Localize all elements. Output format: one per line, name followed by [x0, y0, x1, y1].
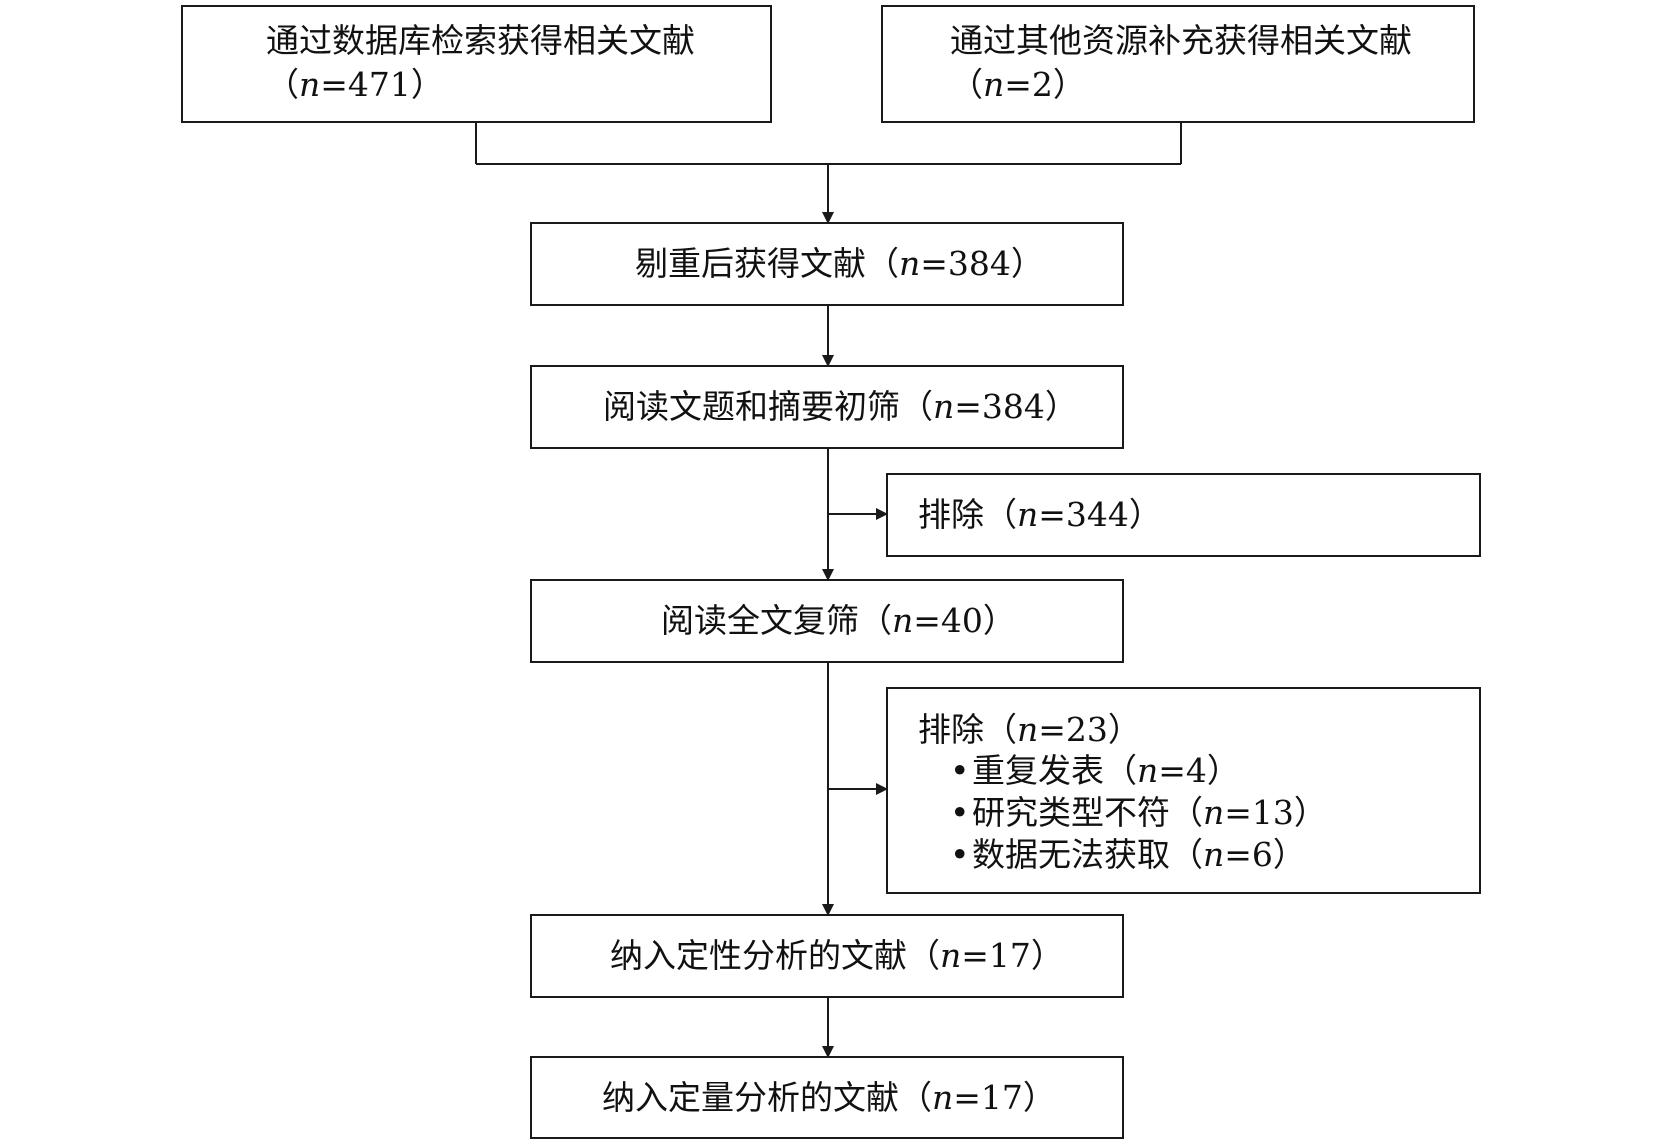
qualitative-synthesis-box: 纳入定性分析的文献（n=17）: [530, 914, 1124, 998]
full-text-screening-box: 阅读全文复筛（n=40）: [530, 579, 1124, 663]
deduplicated-text: 剔重后获得文献（n=384）: [635, 244, 1044, 283]
exclusion-reason-item: •研究类型不符（n=13）: [950, 793, 1327, 832]
source-other-label: 通过其他资源补充获得相关文献: [950, 21, 1412, 60]
quantitative-synthesis-text: 纳入定量分析的文献（n=17）: [602, 1078, 1056, 1117]
source-other-box: 通过其他资源补充获得相关文献 （n=2）: [881, 5, 1475, 123]
exclusion-reason-item: •重复发表（n=4）: [950, 751, 1240, 790]
exclusion-2-title: 排除（n=23）: [918, 710, 1141, 749]
title-abstract-screening-box: 阅读文题和摘要初筛（n=384）: [530, 365, 1124, 449]
bullet-icon: •: [950, 793, 970, 832]
qualitative-synthesis-text: 纳入定性分析的文献（n=17）: [610, 936, 1064, 975]
title-abstract-screening-text: 阅读文题和摘要初筛（n=384）: [603, 387, 1078, 426]
full-text-screening-text: 阅读全文复筛（n=40）: [661, 601, 1016, 640]
bullet-icon: •: [950, 835, 970, 874]
source-database-box: 通过数据库检索获得相关文献 （n=471）: [181, 5, 772, 123]
exclusion-1-box: 排除（n=344）: [886, 473, 1481, 557]
exclusion-1-text: 排除（n=344）: [918, 495, 1162, 534]
quantitative-synthesis-box: 纳入定量分析的文献（n=17）: [530, 1056, 1124, 1139]
exclusion-2-box: 排除（n=23） •重复发表（n=4） •研究类型不符（n=13） •数据无法获…: [886, 687, 1481, 894]
exclusion-reason-item: •数据无法获取（n=6）: [950, 835, 1306, 874]
source-database-count: （n=471）: [266, 65, 444, 104]
deduplicated-box: 剔重后获得文献（n=384）: [530, 222, 1124, 306]
source-other-count: （n=2）: [950, 65, 1086, 104]
bullet-icon: •: [950, 751, 970, 790]
source-database-label: 通过数据库检索获得相关文献: [266, 21, 695, 60]
